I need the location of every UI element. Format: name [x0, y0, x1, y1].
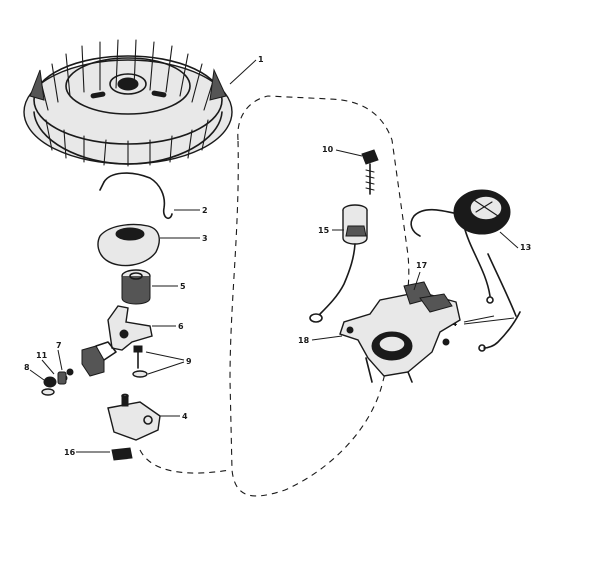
callout-17: 17: [416, 261, 427, 270]
screw-washer-part: [132, 345, 148, 378]
contact-point-set-part: [60, 341, 117, 382]
callout-6: 6: [178, 322, 184, 331]
callout-18: 18: [298, 336, 310, 345]
callout-13: 13: [520, 243, 531, 252]
terminal-hardware-part: [41, 371, 67, 396]
condenser-part: [309, 204, 368, 323]
dust-cover-part: [97, 223, 160, 267]
callout-7: 7: [56, 341, 62, 350]
callout-10: 10: [322, 145, 334, 154]
callout-3: 3: [202, 234, 208, 243]
callout-8: 8: [24, 363, 30, 372]
callout-11: 11: [36, 351, 48, 360]
condenser-screw-part: [361, 149, 379, 195]
callout-16: 16: [64, 448, 76, 457]
assembly-group-boundary: [229, 95, 410, 497]
spring-wire-part: [99, 172, 173, 220]
callout-9: 9: [186, 357, 192, 366]
callout-2: 2: [202, 206, 208, 215]
ignition-coil-part: [410, 189, 511, 304]
lead-wires-part: [478, 253, 521, 352]
mounting-plate-part: [107, 393, 161, 441]
callout-5: 5: [180, 282, 186, 291]
callout-4: 4: [182, 412, 188, 421]
callout-1: 1: [258, 55, 264, 64]
callout-15: 15: [318, 226, 330, 235]
cam-bushing-part: [121, 269, 151, 305]
flywheel-part: [23, 39, 233, 167]
magneto-housing-part: [339, 281, 461, 383]
clip-part: [111, 447, 133, 461]
breaker-arm-part: [107, 305, 153, 351]
assembly-group-boundary-tail: [139, 449, 231, 474]
